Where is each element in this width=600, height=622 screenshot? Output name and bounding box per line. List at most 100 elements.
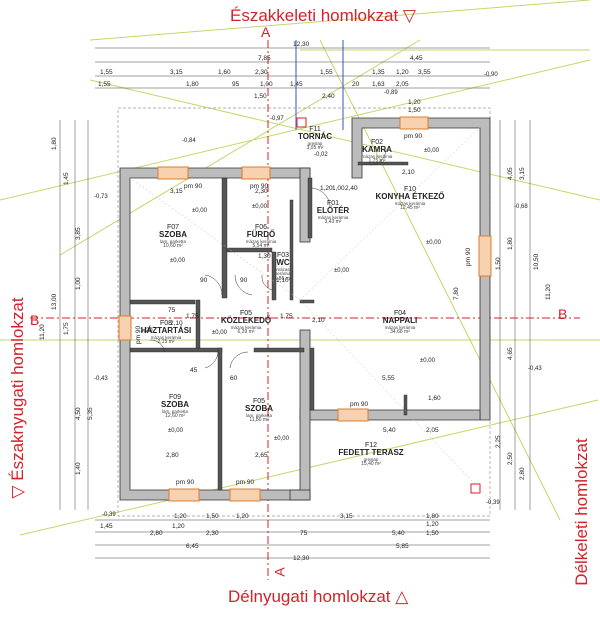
level-marker: ±0,00	[426, 240, 441, 246]
window-labels: pm 90 pm 90 pm 90 pm 90 pm 90 pm 90 pm 9…	[135, 133, 472, 486]
dim-right-2: 1,80	[507, 237, 514, 250]
dim-in-3: 1,20	[320, 185, 333, 192]
dim-in-1: 2,30	[255, 188, 268, 195]
level-marker: -0,97	[270, 116, 284, 122]
dim-top-r3-6: 1,63	[372, 81, 385, 88]
dim-in-16: 1,75	[280, 313, 293, 320]
dim-top-r3-4: 1,45	[290, 81, 303, 88]
dim-top-r4-1: 2,40	[322, 93, 335, 100]
dim-left-5: 13,00	[51, 293, 58, 310]
level-marker: -0,39	[486, 500, 500, 506]
dim-bot-r1-3: 1,20	[236, 513, 249, 520]
window-label-2: pm 90	[250, 183, 268, 190]
dim-in-9: 5,40	[383, 427, 396, 434]
level-marker: -0,89	[384, 90, 398, 96]
facade-title-top: Északkeleti homlokzat ▽	[230, 6, 416, 25]
dim-top-r2-0: 1,55	[100, 69, 113, 76]
window-label-7: pm 90	[135, 326, 142, 344]
facade-title-right: Délkeleti homlokzat	[572, 438, 591, 586]
dim-in-15: 1,75	[186, 313, 199, 320]
dim-bot-r2-3: 5,40	[392, 530, 405, 537]
window-label-8: pm 90	[404, 133, 422, 140]
level-marker: ±0,00	[170, 258, 185, 264]
dim-left-0: 1,80	[51, 137, 58, 150]
dim-in-22: 1,10	[276, 277, 289, 284]
window-label-6: pm 90	[465, 248, 472, 266]
dimension-labels: 12,30 7,85 4,45 1,55 3,15 1,60 2,30 1,55…	[39, 41, 552, 562]
interior-walls	[129, 161, 409, 491]
dim-top-r2-1: 3,15	[170, 69, 183, 76]
dim-top-r4-2: 1,20	[408, 99, 421, 106]
dim-bot-r1-2: 1,50	[206, 513, 219, 520]
level-marker: -0,90	[484, 72, 498, 78]
dim-in-12: 2,10	[170, 320, 183, 327]
dim-bot-r1-5: 1,80	[426, 513, 439, 520]
dim-in-20: 45	[190, 367, 198, 374]
dim-in-2: 2,10	[402, 169, 415, 176]
level-marker: -0,43	[528, 366, 542, 372]
dim-left-7: 4,50	[75, 407, 82, 420]
dim-top-r2-6: 1,20	[396, 69, 409, 76]
dim-in-11: 1,20	[140, 327, 153, 334]
dim-bot-r1-1: 1,20	[174, 513, 187, 520]
section-mark-a-bottom: A	[271, 567, 288, 577]
column-marker-top	[296, 117, 307, 128]
dim-in-13: 2,80	[166, 452, 179, 459]
dim-right-3: 10,50	[533, 253, 540, 270]
window-label-1: pm 90	[184, 183, 202, 190]
dim-in-19: 75	[168, 307, 176, 314]
dim-right-8: 2,25	[495, 435, 502, 448]
dim-left-3: 1,00	[75, 277, 82, 290]
level-marker: ±0,00	[274, 436, 289, 442]
dim-top-r1-1: 4,45	[410, 55, 423, 62]
dim-bot-r2-0: 2,80	[150, 530, 163, 537]
dim-in-23: 2,05	[426, 427, 439, 434]
dim-top-r3-3: 1,00	[260, 81, 273, 88]
dim-top-r3-0: 1,55	[98, 81, 111, 88]
level-marker: -0,02	[314, 152, 328, 158]
dim-right-9: 2,50	[507, 452, 514, 465]
dim-in-4: 1,00	[332, 185, 345, 192]
dim-bot-r1-0: 1,45	[100, 523, 113, 530]
dim-in-17: 90	[200, 277, 208, 284]
dim-left-2: 3,85	[75, 227, 82, 240]
dim-top-r2-3: 2,30	[255, 69, 268, 76]
section-mark-b-left: B	[30, 312, 40, 328]
facade-title-bottom: Délnyugati homlokzat △	[228, 587, 409, 606]
window-label-3: pm 90	[176, 479, 194, 486]
dim-left-8: 5,35	[87, 407, 94, 420]
dim-left-9: 1,40	[75, 462, 82, 475]
dimension-lines	[59, 47, 531, 559]
dim-top-r1-0: 7,85	[258, 55, 271, 62]
blue-guides	[295, 40, 344, 130]
dim-top-r3-1: 1,80	[186, 81, 199, 88]
dim-in-8: 5,55	[382, 375, 395, 382]
dim-in-21: 60	[230, 375, 238, 382]
level-marker: ±0,00	[252, 204, 267, 210]
level-marker: ±0,00	[424, 148, 439, 154]
dim-top-r2-5: 1,35	[372, 69, 385, 76]
dim-in-6: 2,10	[312, 317, 325, 324]
window-label-4: pm 90	[236, 479, 254, 486]
dim-bot-r1-4: 3,15	[340, 513, 353, 520]
dim-top-r2-2: 1,60	[218, 69, 231, 76]
level-marker: ±0,00	[168, 428, 183, 434]
level-marker: ±0,00	[420, 358, 435, 364]
dim-in-7: 1,30	[258, 253, 271, 260]
level-marker: -0,84	[182, 138, 196, 144]
level-marker: ±0,00	[192, 208, 207, 214]
section-mark-a-top: A	[261, 24, 271, 40]
dim-right-1: 3,15	[519, 167, 526, 180]
